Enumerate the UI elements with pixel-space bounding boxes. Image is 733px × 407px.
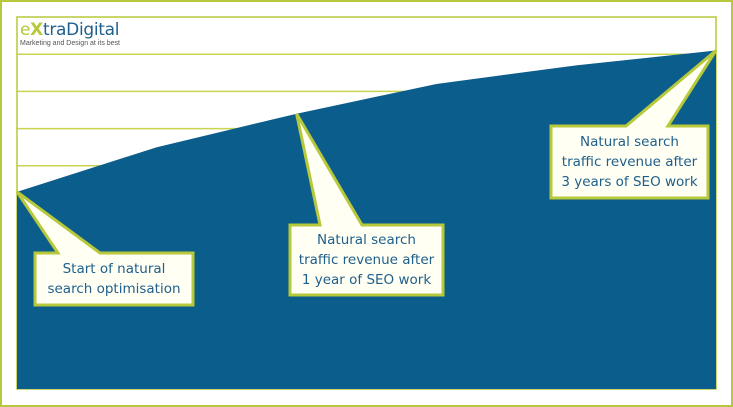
- callout-line: traffic revenue after: [298, 252, 435, 268]
- callout-line: 1 year of SEO work: [301, 272, 432, 288]
- callout-line: Start of natural: [62, 261, 166, 277]
- revenue-area: [17, 50, 716, 389]
- logo-prefix: e: [20, 20, 31, 40]
- callout-line: 3 years of SEO work: [561, 174, 698, 190]
- callout-label-year3: Natural search traffic revenue after 3 y…: [551, 132, 708, 192]
- callout-start: [15, 190, 195, 307]
- callouts: [15, 49, 718, 307]
- callout-year3: [549, 49, 718, 200]
- logo-wordmark: eXtraDigital: [20, 21, 120, 39]
- callout-year1: [288, 112, 445, 297]
- callout-line: Natural search: [317, 232, 416, 248]
- logo-x-mark: X: [30, 20, 43, 40]
- callout-label-year1: Natural search traffic revenue after 1 y…: [290, 230, 443, 290]
- callout-line: Natural search: [580, 134, 679, 150]
- callout-label-start: Start of natural search optimisation: [35, 259, 193, 299]
- logo-tagline: Marketing and Design at its best: [20, 40, 120, 47]
- logo-suffix: traDigital: [42, 20, 120, 40]
- callout-line: traffic revenue after: [561, 154, 698, 170]
- extradigital-logo: eXtraDigital Marketing and Design at its…: [20, 21, 120, 47]
- callout-line: search optimisation: [47, 281, 181, 297]
